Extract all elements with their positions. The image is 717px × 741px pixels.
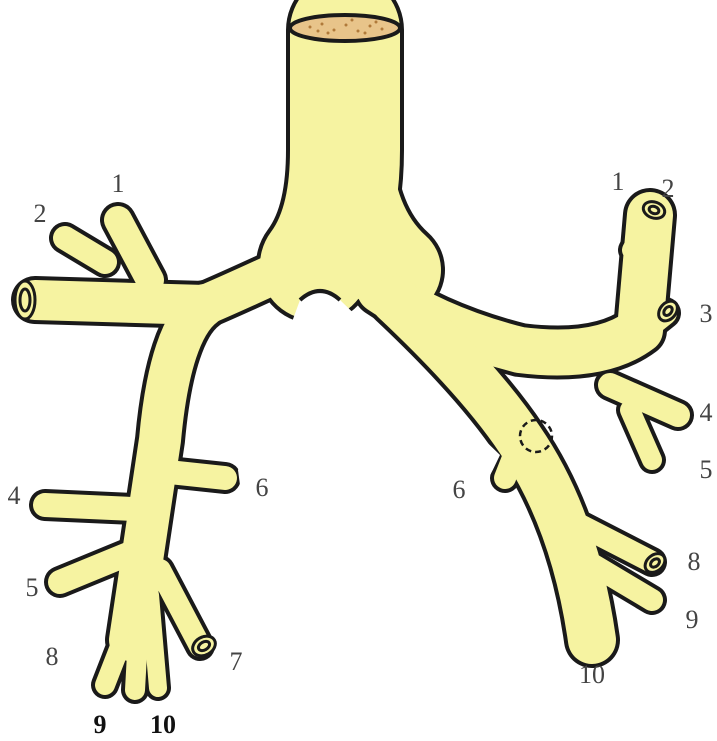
trachea-cut-surface: [290, 15, 400, 41]
left-label-9: 9: [686, 605, 699, 634]
right-label-6: 6: [256, 473, 269, 502]
right-label-1: 1: [112, 169, 125, 198]
right-label-2: 2: [34, 199, 47, 228]
left-label-3: 3: [700, 299, 713, 328]
right-label-9: 9: [94, 710, 107, 739]
right-label-7: 7: [230, 647, 243, 676]
left-label-5: 5: [700, 455, 713, 484]
left-label-6: 6: [453, 475, 466, 504]
right-label-8: 8: [46, 642, 59, 671]
right-label-10: 10: [150, 710, 176, 739]
left-label-10: 10: [579, 660, 605, 689]
left-label-8: 8: [688, 547, 701, 576]
left-label-2: 2: [662, 174, 675, 203]
left-label-1: 1: [612, 167, 625, 196]
right-label-5: 5: [26, 573, 39, 602]
left-label-4: 4: [700, 398, 713, 427]
right-label-4: 4: [8, 481, 21, 510]
